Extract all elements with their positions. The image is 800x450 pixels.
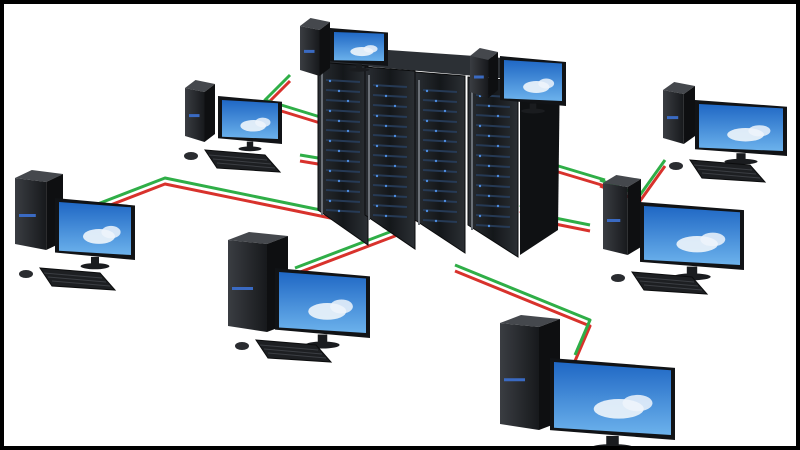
server-rack-icon (317, 48, 560, 258)
network-cable-icon (454, 263, 592, 356)
workstation (300, 18, 388, 76)
workstation (500, 315, 675, 446)
monitor-icon (55, 198, 135, 270)
server-cabinet (467, 76, 519, 258)
keyboard-icon (631, 271, 709, 295)
server-cabinet (364, 66, 416, 250)
mouse-icon (611, 274, 625, 282)
desktop-pc-icon (185, 80, 215, 142)
mouse-icon (19, 270, 33, 278)
desktop-pc-icon (663, 82, 695, 144)
keyboard-icon (689, 159, 767, 183)
server-cabinet (414, 71, 466, 254)
keyboard-icon (204, 149, 282, 173)
desktop-pc-icon (500, 315, 560, 430)
network-cable-icon (94, 176, 346, 217)
monitor-icon (640, 202, 744, 281)
workstation (470, 48, 566, 114)
keyboard-icon (39, 267, 117, 291)
image-frame (4, 4, 796, 446)
desktop-pc-icon (470, 48, 498, 98)
server-cabinet (317, 61, 369, 246)
network-diagram-image (15, 18, 787, 446)
workstation (184, 80, 282, 173)
workstation (663, 82, 787, 183)
mouse-icon (184, 152, 198, 160)
keyboard-icon (255, 339, 333, 363)
mouse-icon (235, 342, 249, 350)
workstation (603, 175, 744, 295)
monitor-icon (500, 56, 566, 114)
workstation (15, 170, 135, 291)
workstation (228, 232, 370, 363)
network-cable-icon (454, 269, 592, 362)
monitor-icon (275, 268, 370, 349)
network-cable-icon (94, 182, 346, 223)
mouse-icon (669, 162, 683, 170)
monitor-icon (330, 28, 388, 72)
desktop-pc-icon (603, 175, 641, 255)
monitor-icon (550, 358, 675, 446)
monitor-icon (218, 96, 282, 152)
desktop-pc-icon (300, 18, 330, 76)
monitor-icon (695, 100, 787, 165)
